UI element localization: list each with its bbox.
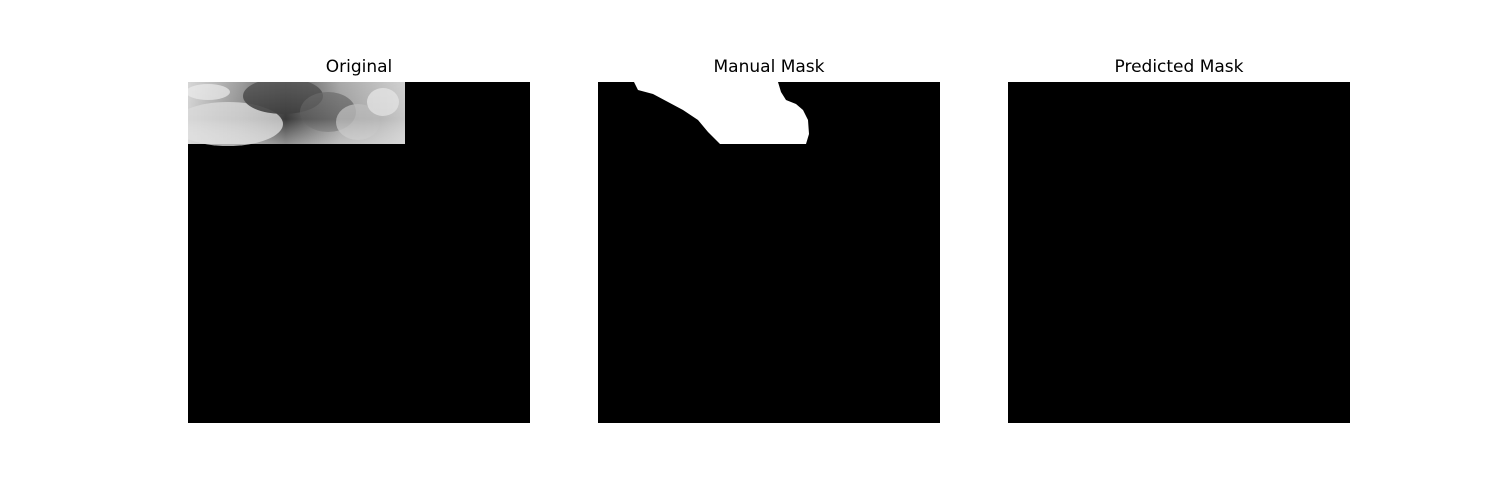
original-image-crop	[188, 82, 405, 146]
manual-mask-region	[634, 82, 809, 144]
panel-title-predicted-mask: Predicted Mask	[1114, 57, 1244, 77]
panel-title-manual-mask: Manual Mask	[713, 57, 825, 77]
predicted-mask-image	[1008, 82, 1350, 423]
panel-manual-mask: Manual Mask	[598, 56, 940, 423]
panel-predicted-mask: Predicted Mask	[1008, 56, 1350, 423]
panel-original: Original	[188, 56, 530, 423]
predicted-mask-background	[1008, 82, 1350, 423]
original-image	[188, 82, 530, 423]
manual-mask-image	[598, 82, 940, 423]
panel-title-original: Original	[325, 57, 393, 77]
